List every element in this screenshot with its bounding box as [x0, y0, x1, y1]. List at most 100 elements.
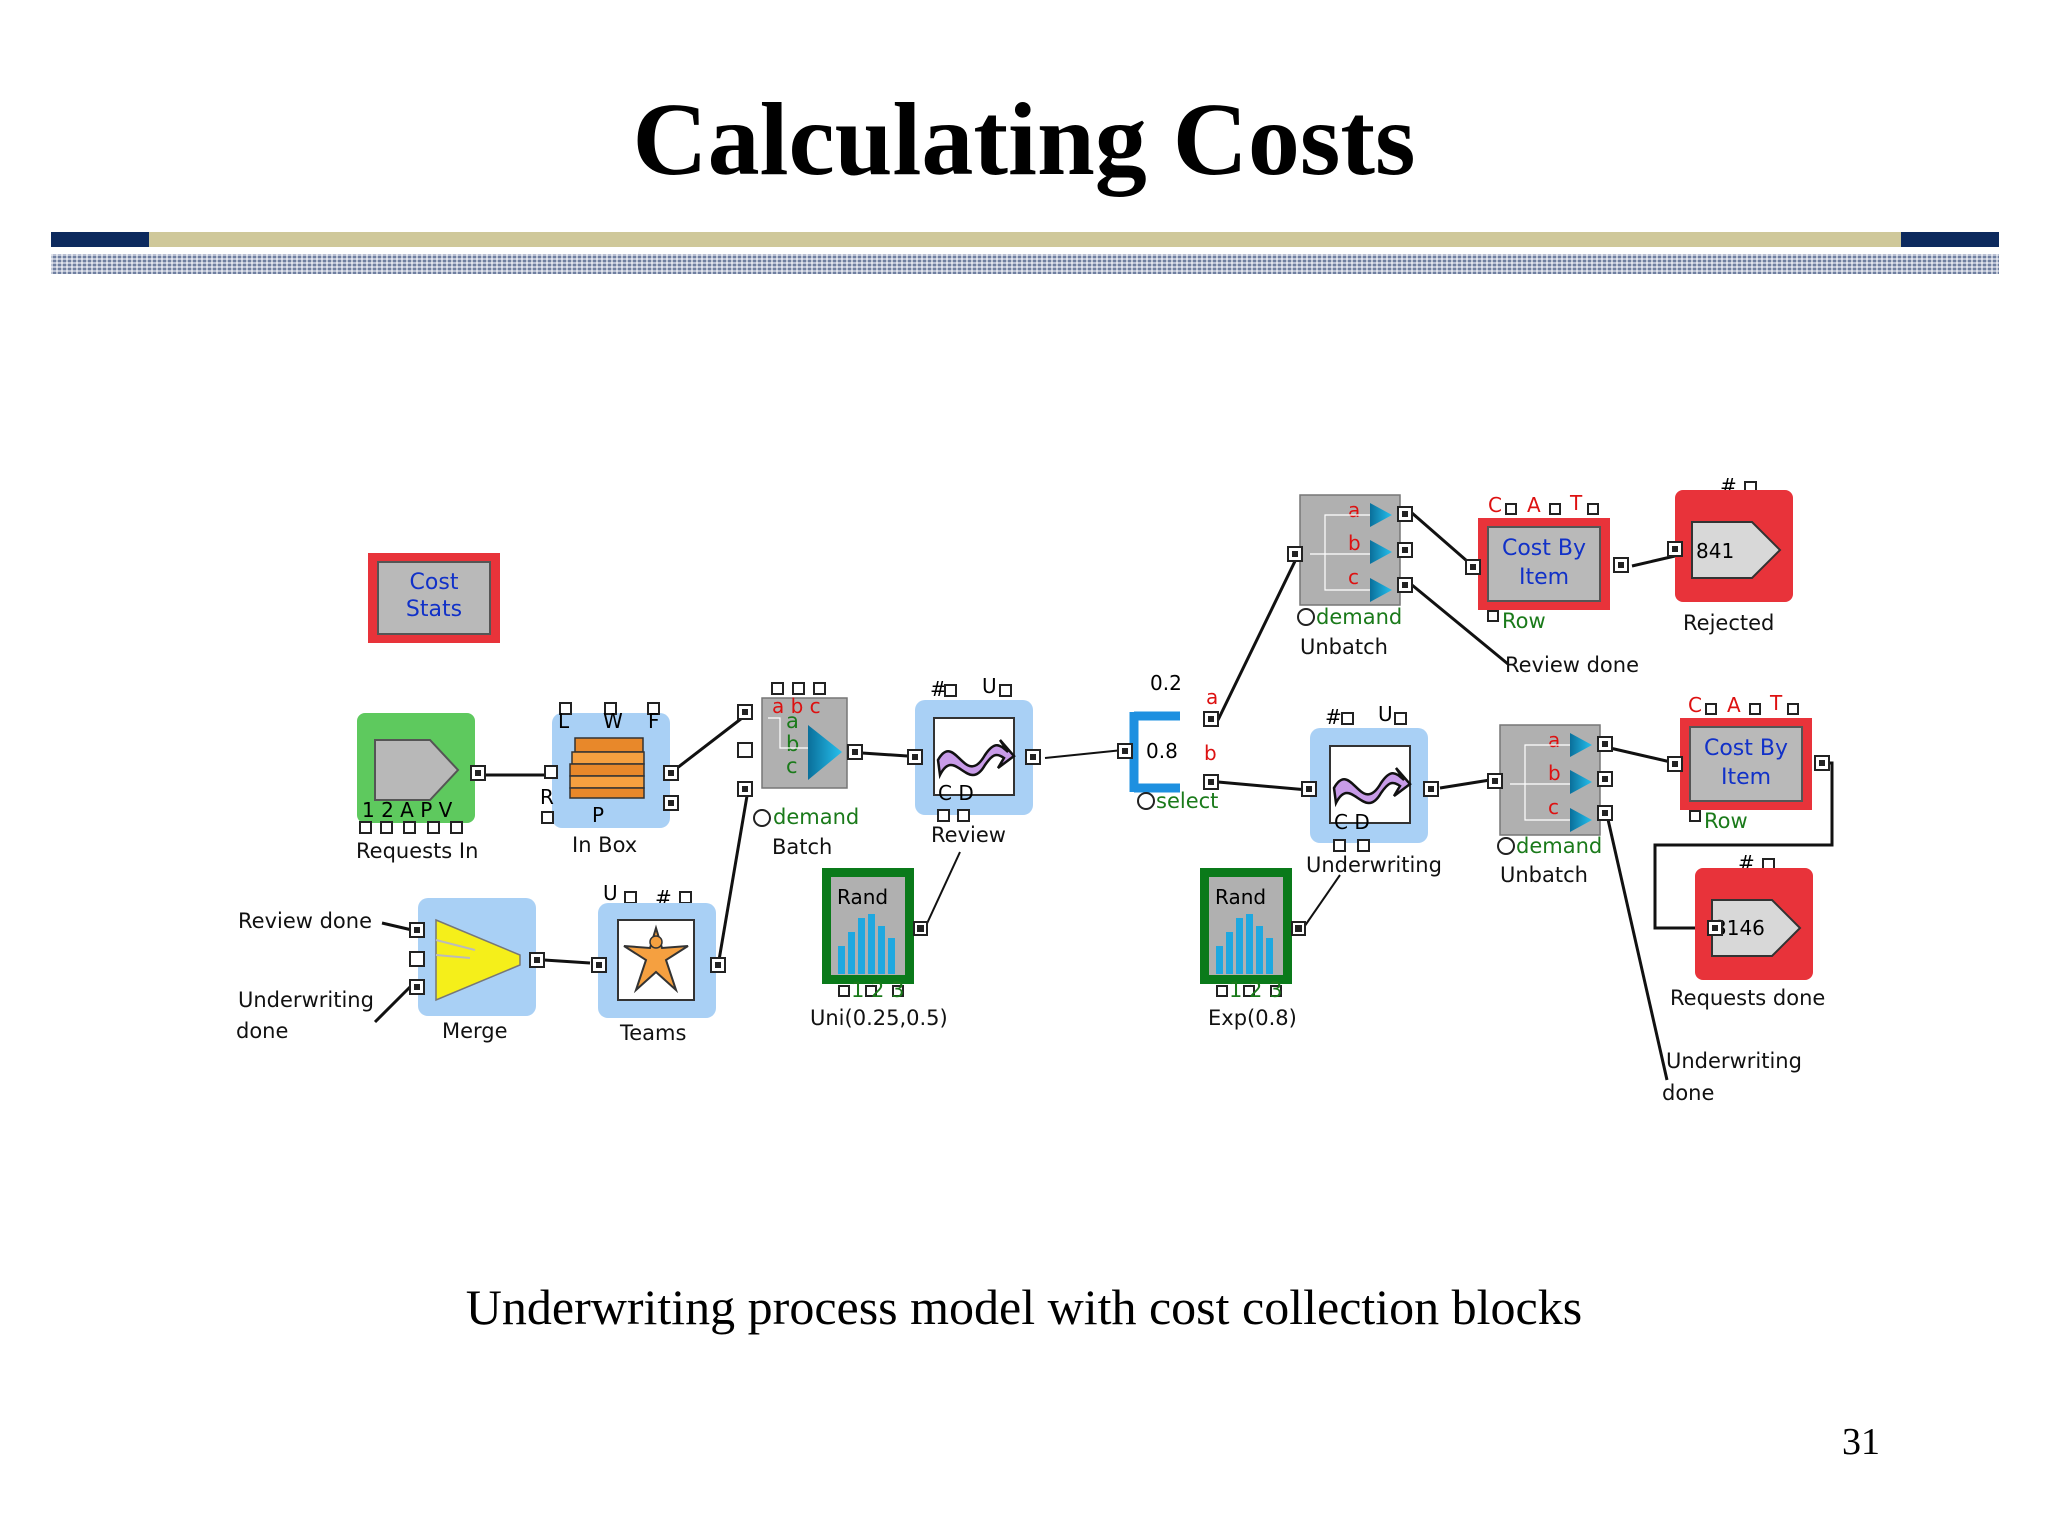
unbatch-bottom-out-b: b	[1548, 761, 1561, 785]
cbi-bottom-row-label: Row	[1704, 809, 1748, 833]
in-box-label: In Box	[572, 833, 637, 857]
underwriting-done-output-line2: done	[1662, 1081, 1714, 1105]
random-number-block-uniform[interactable]: Rand 1 2 3 Uni(0.25,0.5)	[810, 868, 948, 1030]
in-box-port-f: F	[648, 709, 660, 733]
unbatch-bottom-label: Unbatch	[1500, 863, 1588, 887]
cbi-bottom-line1: Cost By	[1704, 736, 1788, 761]
batch-in-c: c	[786, 754, 798, 778]
review-hash-label: #	[930, 677, 947, 701]
underwriting-done-input-line2: done	[236, 1019, 288, 1043]
in-box-port-p: P	[592, 803, 604, 827]
unbatch-bottom-out-c: c	[1548, 795, 1559, 819]
stacked-papers-icon	[569, 737, 645, 799]
select-out-b: b	[1204, 741, 1217, 765]
unbatch-top-out-b: b	[1348, 531, 1361, 555]
review-u-label: U	[982, 674, 997, 698]
rejected-label: Rejected	[1683, 611, 1774, 635]
histogram-icon	[1216, 914, 1273, 974]
cbi-top-t-label: T	[1569, 491, 1583, 515]
rand2-title: Rand	[1215, 885, 1266, 909]
select-out-a: a	[1206, 685, 1218, 709]
review-label: Review	[931, 823, 1006, 847]
unbatch-bottom-out-a: a	[1548, 728, 1560, 752]
unbatch-top-demand: demand	[1316, 605, 1402, 629]
batch-top-labels: a b c	[772, 694, 821, 718]
unbatch-bottom-demand: demand	[1516, 834, 1602, 858]
slide-title: Calculating Costs	[632, 82, 1416, 197]
review-cd-label: C D	[938, 781, 974, 805]
unbatch-bottom-block[interactable]: a b c demand Unbatch	[1487, 724, 1613, 887]
header-bar-left-accent	[51, 232, 149, 247]
batch-demand-label: demand	[773, 805, 859, 829]
merge-label: Merge	[442, 1019, 508, 1043]
teams-resource-block[interactable]: U # Teams	[591, 881, 726, 1045]
select-output-block[interactable]: 0.2 0.8 a b select	[1117, 671, 1219, 813]
cost-by-item-bottom-block[interactable]: C A T Cost By Item Row	[1667, 691, 1830, 833]
rejected-count: 841	[1696, 539, 1734, 563]
histogram-icon	[838, 914, 895, 974]
unbatch-top-label: Unbatch	[1300, 635, 1388, 659]
batch-in-b: b	[786, 732, 799, 756]
underwriting-cd-label: C D	[1334, 810, 1370, 834]
activity-wave-icon	[936, 739, 1016, 780]
activity-wave-icon	[1332, 767, 1412, 808]
cbi-bottom-line2: Item	[1721, 765, 1771, 790]
cbi-bottom-t-label: T	[1769, 691, 1783, 715]
merge-block[interactable]: Review done Underwriting done Merge	[236, 898, 545, 1043]
underwriting-u-label: U	[1378, 702, 1393, 726]
cbi-top-row-label: Row	[1502, 609, 1546, 633]
rand1-title: Rand	[837, 885, 888, 909]
batch-in-a: a	[786, 709, 799, 733]
rand1-distribution-label: Uni(0.25,0.5)	[810, 1006, 948, 1030]
cbi-bottom-c-label: C	[1688, 693, 1702, 717]
unbatch-top-out-a: a	[1348, 498, 1360, 522]
unbatch-top-out-c: c	[1348, 565, 1359, 589]
rand1-ports: 1 2 3	[851, 978, 904, 1002]
in-box-block[interactable]: L W F R P In Box	[540, 702, 679, 857]
header-bar-right-accent	[1901, 232, 1999, 247]
select-label: select	[1156, 789, 1218, 813]
review-done-output-label: Review done	[1505, 653, 1639, 677]
cost-stats-label-line1: Cost	[410, 570, 459, 595]
random-number-block-exponential[interactable]: Rand 1 2 3 Exp(0.8)	[1200, 868, 1306, 1030]
batch-block[interactable]: a b c a b c demand Batch	[737, 682, 863, 859]
person-icon	[623, 924, 689, 994]
page-number: 31	[1842, 1421, 1880, 1463]
cost-by-item-top-block[interactable]: C A T Cost By Item Row	[1465, 491, 1629, 633]
requests-done-exit-block[interactable]: # 3146 Requests done	[1670, 851, 1825, 1010]
underwriting-label: Underwriting	[1306, 853, 1442, 877]
select-probability-mid: 0.8	[1146, 739, 1178, 763]
cbi-top-c-label: C	[1488, 493, 1502, 517]
header-rule	[51, 232, 1999, 280]
review-activity-block[interactable]: # U C D Review	[907, 674, 1041, 847]
cbi-top-line2: Item	[1519, 565, 1569, 590]
unbatch-top-block[interactable]: a b c demand Unbatch	[1287, 494, 1413, 659]
slide-caption: Underwriting process model with cost col…	[465, 1279, 1583, 1335]
in-box-port-r: R	[540, 785, 554, 809]
header-bar	[51, 232, 1999, 247]
requests-in-block[interactable]: 1 2 A P V Requests In	[356, 713, 486, 863]
cost-stats-label-line2: Stats	[406, 597, 462, 622]
in-box-port-w: W	[603, 709, 623, 733]
cbi-top-a-label: A	[1527, 493, 1541, 517]
rand2-ports: 1 2 3	[1229, 978, 1282, 1002]
underwriting-done-input-line1: Underwriting	[238, 988, 374, 1012]
underwriting-activity-block[interactable]: # U C D Underwriting	[1301, 702, 1442, 877]
header-pattern-strip	[51, 254, 1999, 274]
requests-in-port-labels: 1 2 A P V	[362, 798, 453, 822]
merge-funnel-icon	[435, 918, 521, 1002]
requests-in-label: Requests In	[356, 839, 478, 863]
cbi-top-line1: Cost By	[1502, 536, 1586, 561]
requests-done-label: Requests done	[1670, 986, 1825, 1010]
batch-label: Batch	[772, 835, 832, 859]
review-done-input-label: Review done	[238, 909, 372, 933]
underwriting-hash-label: #	[1325, 705, 1342, 729]
rand2-distribution-label: Exp(0.8)	[1208, 1006, 1297, 1030]
rejected-exit-block[interactable]: # 841 Rejected	[1667, 474, 1793, 635]
in-box-port-l: L	[558, 709, 570, 733]
cost-stats-block[interactable]: Cost Stats	[368, 553, 500, 643]
cbi-bottom-a-label: A	[1727, 693, 1741, 717]
teams-label: Teams	[619, 1021, 686, 1045]
underwriting-done-output-line1: Underwriting	[1666, 1049, 1802, 1073]
